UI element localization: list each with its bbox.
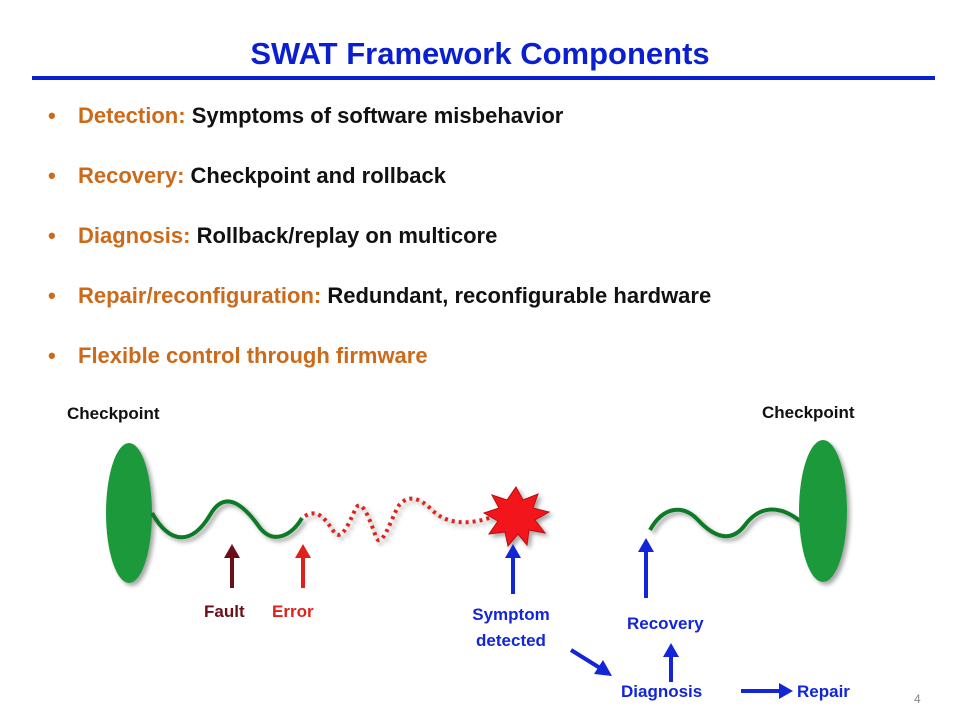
checkpoint-left-label: Checkpoint: [67, 404, 160, 423]
bullet-value: Rollback/replay on multicore: [196, 223, 498, 248]
bullet-recovery: • Recovery: Checkpoint and rollback: [48, 160, 711, 220]
recovery-label: Recovery: [627, 614, 704, 633]
symptom-arrow: [505, 544, 521, 594]
fault-arrow: [224, 544, 240, 588]
recovery-arrow: [638, 538, 654, 598]
bullet-diagnosis: • Diagnosis: Rollback/replay on multicor…: [48, 220, 711, 280]
checkpoint-right-marker: [799, 440, 847, 582]
bullet-dot: •: [48, 163, 56, 188]
slide-title: SWAT Framework Components: [250, 36, 710, 71]
fault-label: Fault: [204, 602, 245, 621]
bullet-list: • Detection: Symptoms of software misbeh…: [48, 100, 711, 400]
diagnosis-to-repair-arrow: [741, 683, 793, 699]
diagnosis-label: Diagnosis: [621, 682, 703, 701]
bullet-dot: •: [48, 343, 56, 368]
bullet-dot: •: [48, 223, 56, 248]
bullet-key: Detection:: [78, 103, 186, 128]
symptom-to-diagnosis-arrow: [569, 648, 612, 676]
bullet-key: Diagnosis:: [78, 223, 191, 248]
error-label: Error: [272, 602, 314, 621]
checkpoint-left-marker: [106, 443, 152, 583]
bullet-dot: •: [48, 283, 56, 308]
error-arrow: [295, 544, 311, 588]
diagnosis-to-recovery-arrow: [663, 643, 679, 682]
execution-wave-recovered: [648, 507, 802, 539]
checkpoint-right-label: Checkpoint: [762, 403, 855, 422]
execution-wave-erroneous: [303, 496, 496, 543]
bullet-value: Symptoms of software misbehavior: [191, 103, 564, 128]
bullet-key: Flexible control through firmware: [78, 343, 428, 368]
repair-label: Repair: [797, 682, 850, 701]
symptom-detected-label: Symptom detected: [472, 605, 550, 650]
bullet-value: Checkpoint and rollback: [190, 163, 447, 188]
bullet-key: Repair/reconfiguration:: [78, 283, 322, 308]
bullet-value: Redundant, reconfigurable hardware: [327, 283, 712, 308]
execution-wave-normal: [150, 499, 304, 540]
bullet-repair: • Repair/reconfiguration: Redundant, rec…: [48, 280, 711, 340]
title-underline: [32, 76, 935, 80]
bullet-detection: • Detection: Symptoms of software misbeh…: [48, 100, 711, 160]
bullet-dot: •: [48, 103, 56, 128]
page-number: 4: [914, 692, 921, 706]
symptom-burst-icon: [482, 486, 551, 548]
bullet-key: Recovery:: [78, 163, 185, 188]
bullet-firmware: • Flexible control through firmware: [48, 340, 711, 400]
